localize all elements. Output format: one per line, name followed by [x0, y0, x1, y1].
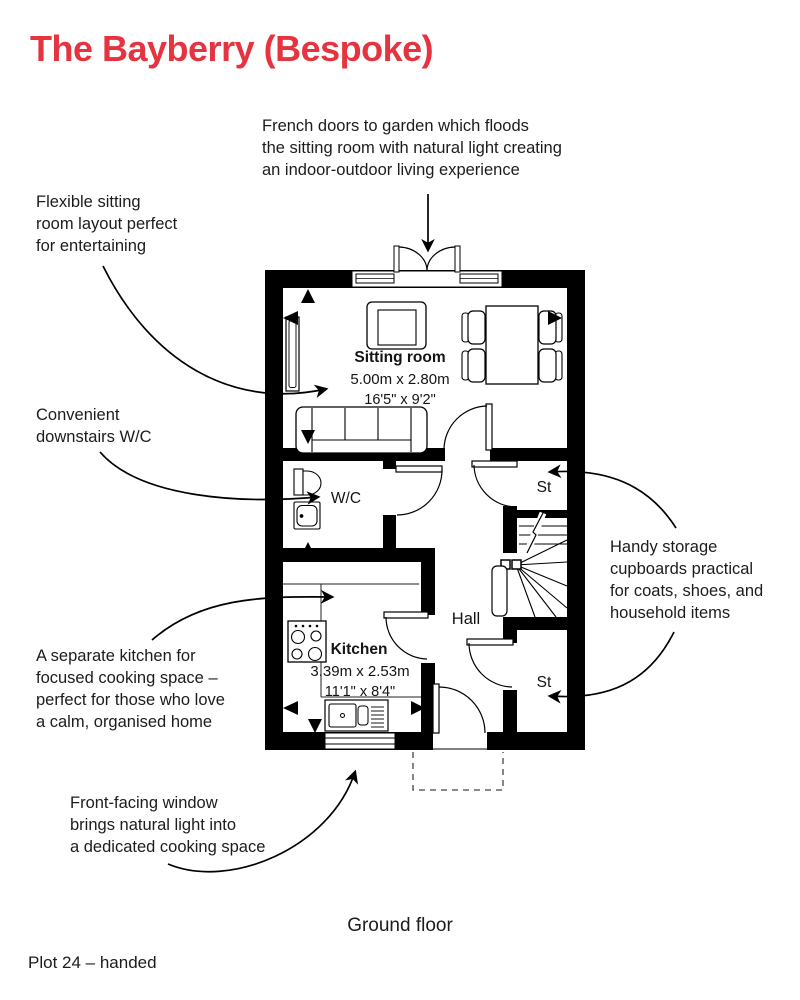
kitchen-front-window [324, 732, 396, 750]
annotation-line: French doors to garden which floods [262, 117, 529, 135]
annotation-line: for coats, shoes, and [610, 582, 764, 600]
porch-outline [412, 752, 504, 791]
annotation-french-doors: French doors to garden which floods the … [262, 115, 562, 181]
kitchen-imperial: 11'1" x 8'4" [325, 684, 395, 700]
annotation-kitchen: A separate kitchen for focused cooking s… [36, 645, 225, 733]
dim-arrow-left [283, 701, 298, 715]
floor-label: Ground floor [347, 915, 453, 936]
toilet-bowl [302, 470, 322, 496]
annotation-line: an indoor-outdoor living experience [262, 161, 520, 179]
annotation-line: Flexible sitting [36, 193, 141, 211]
front-door [432, 683, 487, 750]
annotation-line: for entertaining [36, 237, 147, 255]
annotation-wc: Convenient downstairs W/C [36, 404, 152, 448]
annotation-storage: Handy storage cupboards practical for co… [610, 536, 763, 624]
sitting-room-door [443, 403, 493, 451]
kitchen-label: Kitchen [331, 641, 388, 658]
kitchen-door [383, 611, 429, 660]
annotation-line: Front-facing window [70, 794, 218, 812]
sitting-room-metric: 5.00m x 2.80m [350, 371, 449, 388]
kitchen-metric: 3.39m x 2.53m [310, 663, 409, 680]
annotation-line: the sitting room with natural light crea… [262, 139, 562, 157]
arrow-front-window [167, 769, 358, 873]
sitting-room-imperial: 16'5" x 9'2" [364, 392, 435, 408]
annotation-line: A separate kitchen for [36, 647, 196, 665]
annotation-line: focused cooking space – [36, 669, 218, 687]
annotation-line: downstairs W/C [36, 428, 152, 446]
wc-door [395, 465, 443, 516]
sofa [295, 406, 428, 454]
kitchen-sink [324, 699, 389, 732]
dim-arrow-right [411, 701, 425, 715]
armchair [366, 301, 427, 350]
arrow-kitchen [151, 590, 335, 641]
annotation-line: Convenient [36, 406, 120, 424]
store-bottom-label: St [537, 674, 552, 691]
annotation-line: a calm, organised home [36, 713, 213, 731]
annotation-line: room layout perfect [36, 215, 178, 233]
dim-arrow-down [308, 719, 322, 733]
annotation-line: Handy storage [610, 538, 718, 556]
dim-arrow-down [301, 430, 315, 444]
annotation-front-window: Front-facing window brings natural light… [70, 792, 265, 858]
store-top-door [471, 460, 518, 508]
annotation-line: cupboards practical [610, 560, 754, 578]
annotation-line: perfect for those who love [36, 691, 225, 709]
french-doors [351, 245, 503, 288]
annotation-line: a dedicated cooking space [70, 838, 266, 856]
kitchen-hob [287, 620, 327, 663]
annotation-line: brings natural light into [70, 816, 237, 834]
arrow-wc [99, 451, 321, 505]
arrow-sitting-flex [102, 265, 329, 398]
annotation-line: household items [610, 604, 731, 622]
dining-table-set [461, 305, 563, 385]
store-top-label: St [537, 479, 552, 496]
stairs [491, 511, 568, 618]
sitting-room-label: Sitting room [354, 349, 445, 366]
wc-label: W/C [331, 490, 361, 507]
dim-arrow-up [301, 542, 315, 556]
hall-label: Hall [452, 610, 480, 628]
dining-table [485, 305, 539, 385]
store-bottom-door [466, 638, 514, 688]
toilet-cistern [293, 468, 304, 496]
annotation-arrows [99, 194, 677, 873]
dimension-arrows [283, 289, 562, 733]
dim-arrow-right [548, 311, 562, 325]
annotation-sitting-flex: Flexible sitting room layout perfect for… [36, 191, 177, 257]
page-title: The Bayberry (Bespoke) [30, 28, 434, 69]
radiator [285, 316, 300, 392]
arrow-storage-top [547, 464, 677, 529]
dim-arrow-left [283, 311, 298, 325]
plot-label: Plot 24 – handed [28, 953, 157, 972]
arrow-storage-bottom [547, 631, 675, 704]
dim-arrow-up [301, 289, 315, 303]
